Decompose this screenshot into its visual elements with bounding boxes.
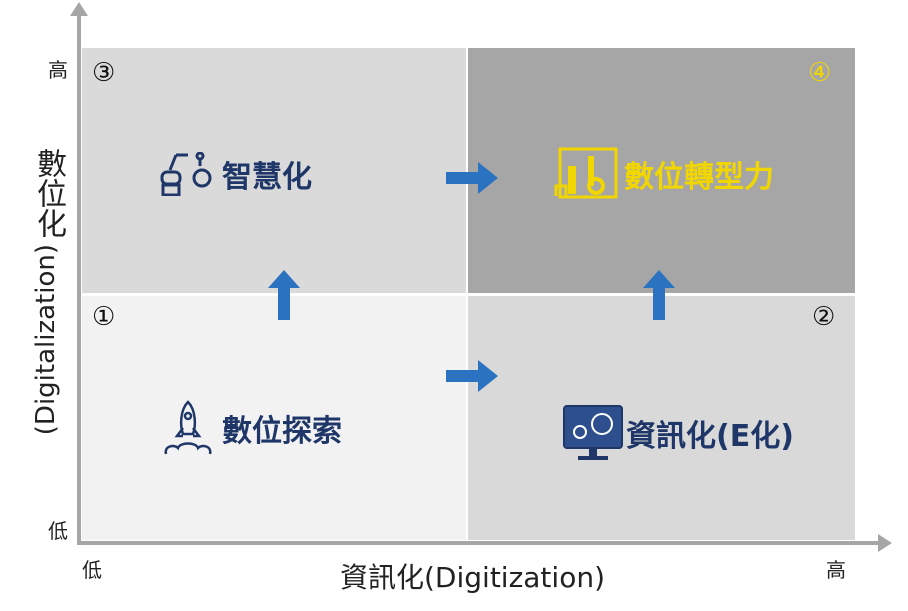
y-axis-title-en: (Digitalization) <box>31 244 61 436</box>
y-axis-title: 數位化 (Digitalization) <box>28 148 68 435</box>
robot-arm-icon <box>160 152 212 196</box>
quadrant-1-label: 數位探索 <box>160 398 342 458</box>
quadrant-1-text: 數位探索 <box>222 414 342 449</box>
quadrant-4-label: 數位轉型力 <box>552 146 774 202</box>
quadrant-2-label: 資訊化(E化) <box>562 404 794 462</box>
x-axis-arrowhead <box>878 534 892 552</box>
monitor-gears-icon <box>563 405 623 460</box>
quadrant-2-text: 資訊化(E化) <box>626 419 794 454</box>
quadrant-2 <box>468 296 855 540</box>
x-axis-title: 資訊化(Digitization) <box>340 561 605 594</box>
quadrant-1-number: ① <box>92 302 116 332</box>
quadrant-4-text: 數位轉型力 <box>624 160 774 195</box>
right-arrow-top <box>446 162 498 194</box>
quadrant-3 <box>82 48 466 293</box>
lab-instruments-icon <box>554 147 618 199</box>
up-arrow-left <box>268 270 300 320</box>
quadrant-1 <box>82 296 466 540</box>
quadrant-2-number: ② <box>812 302 836 332</box>
y-high-label: 高 <box>48 58 68 82</box>
up-arrow-right <box>643 270 675 320</box>
quadrant-4 <box>468 48 855 293</box>
x-high-label: 高 <box>826 558 846 582</box>
y-axis-title-cjk: 數位化 <box>31 148 66 238</box>
rocket-icon <box>164 400 212 455</box>
right-arrow-bottom <box>446 360 498 392</box>
quadrant-3-number: ③ <box>92 58 116 88</box>
y-axis-arrowhead <box>70 2 88 16</box>
quadrant-3-label: 智慧化 <box>158 152 312 196</box>
quadrant-3-text: 智慧化 <box>222 160 312 195</box>
x-low-label: 低 <box>82 558 102 582</box>
quadrant-4-number: ④ <box>808 58 832 88</box>
y-low-label: 低 <box>48 519 68 543</box>
